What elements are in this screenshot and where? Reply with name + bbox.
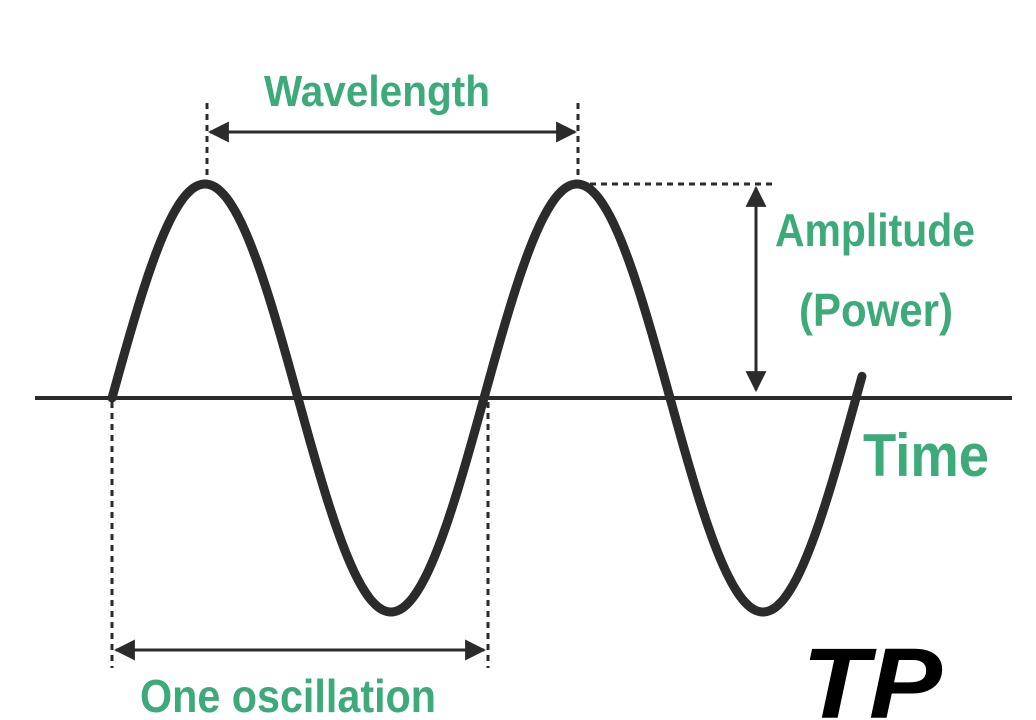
tp-logo: TP — [802, 628, 942, 720]
time-label: Time — [863, 422, 989, 489]
sine-wave — [107, 179, 867, 617]
one-oscillation-label: One oscillation — [140, 670, 436, 720]
power-label: (Power) — [799, 284, 953, 336]
amplitude-label: Amplitude — [775, 204, 975, 256]
wavelength-label: Wavelength — [264, 67, 490, 116]
